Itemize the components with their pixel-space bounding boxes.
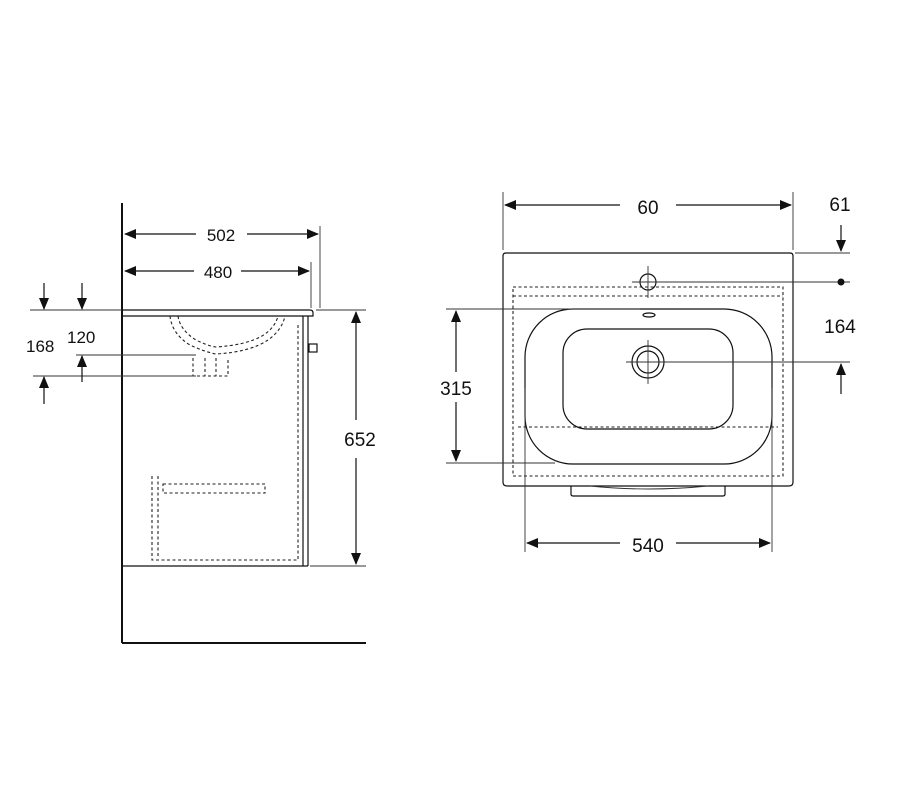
door-handle (308, 343, 318, 353)
dim-label-652: 652 (344, 430, 376, 451)
dim-label-168: 168 (26, 337, 54, 356)
drawer-rail-hidden (162, 483, 266, 494)
dim-label-480: 480 (204, 263, 232, 282)
dim-label-502: 502 (207, 226, 235, 245)
dim-label-540: 540 (632, 536, 664, 557)
dim-dot-tap (837, 278, 845, 286)
bowl-inner (562, 328, 734, 430)
drawer-handle-curve (589, 485, 709, 490)
basin-bowl-hidden (169, 315, 286, 355)
top-view: 60 61 164 315 540 (440, 192, 856, 557)
drain-pipe-hidden (204, 358, 217, 376)
drawer-hidden (151, 325, 299, 561)
basin-bowl-inner-hidden (177, 315, 279, 348)
dim-label-120: 120 (67, 328, 95, 347)
basin-outline (502, 252, 794, 487)
side-view: 502 480 168 120 652 (26, 203, 376, 644)
dim-label-315: 315 (440, 379, 472, 400)
basin-top-slab (122, 309, 314, 317)
drain-hidden (192, 358, 229, 377)
overflow-slot (642, 312, 656, 318)
bowl-outer (524, 308, 773, 465)
drawer-handle (570, 486, 726, 497)
dim-label-61: 61 (829, 195, 850, 216)
dim-label-60: 60 (637, 198, 658, 219)
dim-label-164: 164 (824, 317, 856, 338)
cabinet-outline-hidden (512, 286, 784, 477)
